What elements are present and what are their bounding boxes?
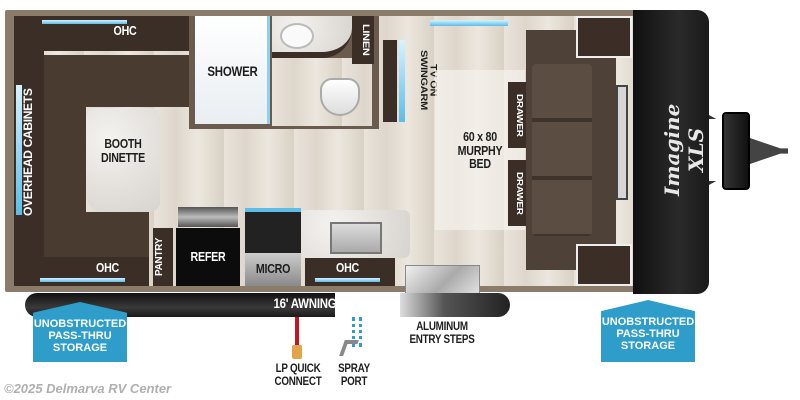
storage-right-label: UNOBSTRUCTED PASS-THRU STORAGE	[601, 316, 695, 353]
storage-left-label: UNOBSTRUCTED PASS-THRU STORAGE	[33, 318, 127, 355]
drawer-2	[508, 160, 526, 226]
shower-stall	[195, 16, 270, 124]
ohc-top-label: OHC	[113, 23, 137, 38]
propane-box	[722, 112, 750, 190]
drawer-1-label: DRAWER	[514, 93, 524, 137]
drawer-1	[508, 82, 526, 148]
linen-cabinet	[352, 16, 374, 64]
led-strip-ohc-bottom-right	[315, 278, 380, 282]
ohc-bottom-right-label: OHC	[336, 260, 359, 275]
led-strip-ohc-top	[42, 20, 127, 24]
overhead-cabinets-label: OVERHEAD CABINETS	[21, 88, 35, 217]
storage-sign-right: UNOBSTRUCTED PASS-THRU STORAGE	[601, 300, 695, 362]
dinette-bench-back	[44, 107, 86, 212]
refrigerator	[176, 228, 240, 286]
tv-label: TV ON SWINGARM	[418, 50, 438, 110]
ohc-bottom-left-label: OHC	[96, 260, 119, 275]
micro-label: MICRO	[255, 261, 291, 276]
led-strip-left	[16, 85, 22, 215]
sofa-cushions	[532, 64, 592, 236]
pantry-label: PANTRY	[154, 237, 165, 277]
spray-hose-icon	[352, 317, 362, 347]
microwave	[245, 253, 301, 286]
copyright-text: ©2025 Delmarva RV Center	[4, 381, 172, 396]
front-cap	[633, 10, 709, 294]
refrigerator-top	[178, 207, 238, 227]
lp-connect-label: LP QUICK CONNECT	[274, 361, 322, 388]
drawer-2-label: DRAWER	[514, 171, 524, 215]
dinette-table	[86, 108, 160, 212]
refer-label: REFER	[190, 249, 226, 264]
toilet	[320, 78, 360, 116]
window-top	[430, 20, 508, 26]
led-strip-ohc-bottom-left	[40, 278, 125, 282]
awning-right	[400, 293, 510, 317]
kitchen-sink	[330, 222, 382, 254]
wall-mirror	[616, 85, 628, 200]
dinette-bench-bottom	[44, 212, 149, 257]
stovetop	[245, 208, 301, 253]
booth-dinette-label: BOOTH DINETTE	[101, 136, 145, 165]
front-storage-top	[576, 16, 632, 58]
entry-steps-label: ALUMINUM ENTRY STEPS	[409, 319, 475, 346]
dinette-bench-top	[44, 55, 189, 107]
storage-sign-left: UNOBSTRUCTED PASS-THRU STORAGE	[33, 302, 127, 362]
lp-line-icon	[295, 317, 299, 347]
imagine-logo: Imagine XLS	[660, 103, 708, 197]
hitch-coupler	[750, 138, 788, 164]
tv-cabinet	[383, 40, 397, 122]
front-storage-bottom	[576, 244, 632, 286]
spray-port-label: SPRAY PORT	[338, 361, 370, 388]
spray-nozzle-icon	[339, 340, 359, 356]
tv-screen	[399, 40, 405, 122]
murphy-bed-label: 60 x 80 MURPHY BED	[457, 129, 503, 172]
shower-label: SHOWER	[207, 63, 258, 79]
awning-label: 16' AWNING	[273, 295, 337, 311]
linen-label: LINEN	[360, 24, 371, 56]
pantry	[153, 228, 173, 286]
bathroom-sink	[280, 23, 314, 49]
lp-fitting-icon	[292, 345, 302, 359]
